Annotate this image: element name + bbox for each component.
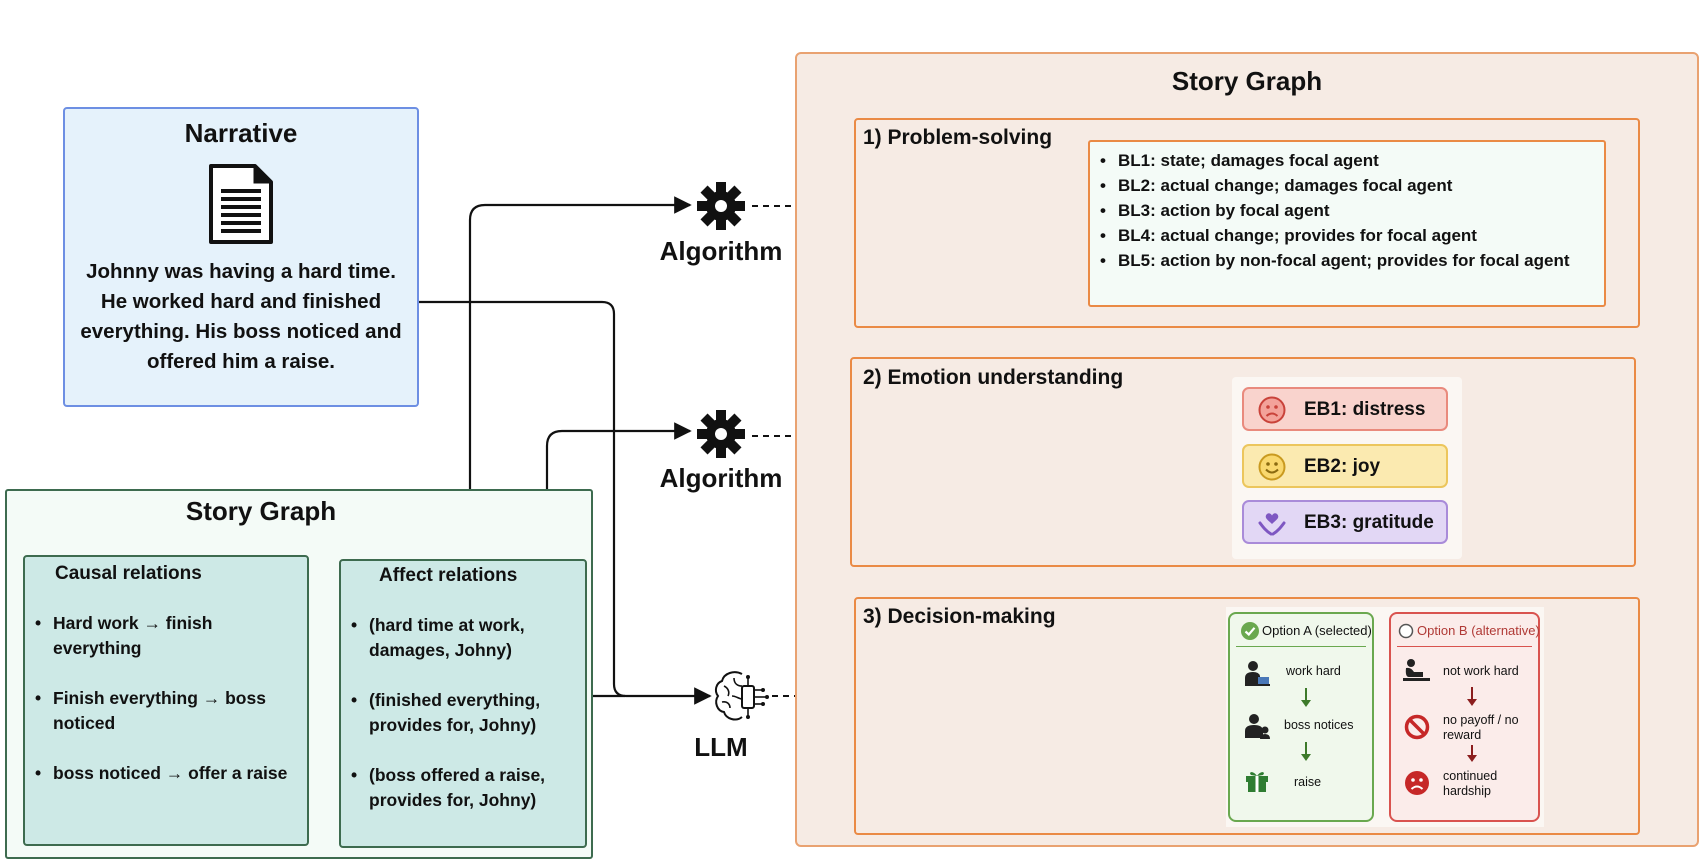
emotion-understanding-section: 2) Emotion understanding EB1: distress E…: [850, 357, 1636, 567]
causal-relations-title: Causal relations: [55, 563, 202, 584]
eb2-joy: EB2: joy: [1242, 444, 1448, 488]
sad-face-icon: [1258, 396, 1286, 424]
affect-item: (hard time at work, damages, Johny): [341, 613, 579, 663]
bl-item: BL3: action by focal agent: [1090, 198, 1590, 223]
option-b-step: continued hardship: [1443, 769, 1498, 798]
problem-solving-section: 1) Problem-solving BL1: state; damages f…: [854, 118, 1640, 328]
arrow-down-icon: [1467, 687, 1477, 706]
causal-relations-box: Causal relations Hard work → finish ever…: [23, 555, 309, 846]
check-circle-icon: [1241, 622, 1259, 640]
option-b-card: Option B (alternative) not work hard no …: [1389, 612, 1540, 822]
option-a-card: Option A (selected) work hard boss notic…: [1228, 612, 1374, 822]
affect-item: (finished everything, provides for, John…: [341, 688, 579, 738]
eb1-distress: EB1: distress: [1242, 387, 1448, 431]
bl-item: BL5: action by non-focal agent; provides…: [1090, 248, 1590, 273]
arrow-sg-to-algorithm-1: [468, 196, 692, 489]
option-a-step: boss notices: [1284, 718, 1354, 732]
option-a-step: raise: [1294, 775, 1322, 789]
causal-item: Hard work → finish everything: [25, 611, 305, 661]
eb3-label: EB3: gratitude: [1304, 512, 1434, 533]
bl-item: BL2: actual change; damages focal agent: [1090, 173, 1590, 198]
gear-icon: [697, 182, 745, 230]
causal-relations-list: Hard work → finish everything Finish eve…: [25, 611, 305, 786]
story-graph-right-title: Story Graph: [1171, 66, 1323, 96]
narrative-box: Narrative Johnny was having a hard time.…: [63, 107, 419, 407]
sad-face-icon: [1405, 771, 1429, 795]
option-a-header: Option A (selected): [1262, 623, 1372, 638]
option-b-header: Option B (alternative): [1417, 623, 1540, 638]
algorithm-2-label: Algorithm: [659, 463, 783, 493]
problem-solving-list-box: BL1: state; damages focal agent BL2: act…: [1088, 140, 1606, 307]
person-resting-icon: [1403, 659, 1430, 681]
empty-circle-icon: [1398, 623, 1414, 639]
eb1-label: EB1: distress: [1304, 399, 1426, 420]
decision-panel: Option A (selected) work hard boss notic…: [1226, 607, 1544, 827]
story-graph-left-title: Story Graph: [185, 496, 337, 526]
arrow-sg-to-algorithm-2: [545, 422, 692, 489]
causal-item: boss noticed → offer a raise: [25, 761, 305, 786]
affect-item: (boss offered a raise, provides for, Joh…: [341, 763, 579, 813]
problem-solving-title: 1) Problem-solving: [863, 126, 1053, 149]
eb3-gratitude: EB3: gratitude: [1242, 500, 1448, 544]
causal-item: Finish everything → boss noticed: [25, 686, 305, 736]
option-b-step: no payoff / no reward: [1443, 713, 1519, 742]
llm-label: LLM: [694, 732, 748, 762]
affect-relations-title: Affect relations: [379, 565, 518, 586]
document-icon: [209, 164, 273, 244]
affect-relations-list: (hard time at work, damages, Johny) (fin…: [341, 613, 579, 813]
arrow-down-icon: [1301, 742, 1311, 761]
option-a-divider: [1236, 646, 1366, 647]
option-b-divider: [1397, 646, 1532, 647]
smiley-face-icon: [1258, 453, 1286, 481]
story-graph-left: Story Graph Causal relations Hard work →…: [5, 489, 593, 859]
problem-solving-list: BL1: state; damages focal agent BL2: act…: [1090, 148, 1590, 273]
narrative-text: Johnny was having a hard time. He worked…: [80, 260, 402, 373]
option-a-step: work hard: [1286, 664, 1341, 678]
algorithm-1-label: Algorithm: [659, 236, 783, 266]
emotion-panel: EB1: distress EB2: joy EB3: gratitude: [1232, 377, 1462, 559]
boss-icon: [1245, 714, 1270, 739]
eb2-label: EB2: joy: [1304, 456, 1381, 477]
arrow-down-icon: [1467, 745, 1477, 762]
emotion-understanding-title: 2) Emotion understanding: [863, 366, 1124, 389]
person-laptop-icon: [1245, 661, 1270, 686]
decision-making-title: 3) Decision-making: [863, 605, 1056, 628]
narrative-title: Narrative: [184, 118, 298, 148]
gift-icon: [1246, 772, 1268, 792]
bl-item: BL4: actual change; provides for focal a…: [1090, 223, 1590, 248]
story-graph-right: Story Graph 1) Problem-solving BL1: stat…: [795, 52, 1699, 847]
decision-making-section: 3) Decision-making Option A (selected) w…: [854, 597, 1640, 835]
arrow-down-icon: [1301, 688, 1311, 707]
prohibited-icon: [1404, 714, 1430, 740]
heart-hands-icon: [1258, 513, 1286, 536]
brain-chip-icon: [714, 671, 769, 721]
bl-item: BL1: state; damages focal agent: [1090, 148, 1590, 173]
option-b-step: not work hard: [1443, 664, 1519, 678]
affect-relations-box: Affect relations (hard time at work, dam…: [339, 559, 587, 848]
gear-icon: [697, 410, 745, 458]
